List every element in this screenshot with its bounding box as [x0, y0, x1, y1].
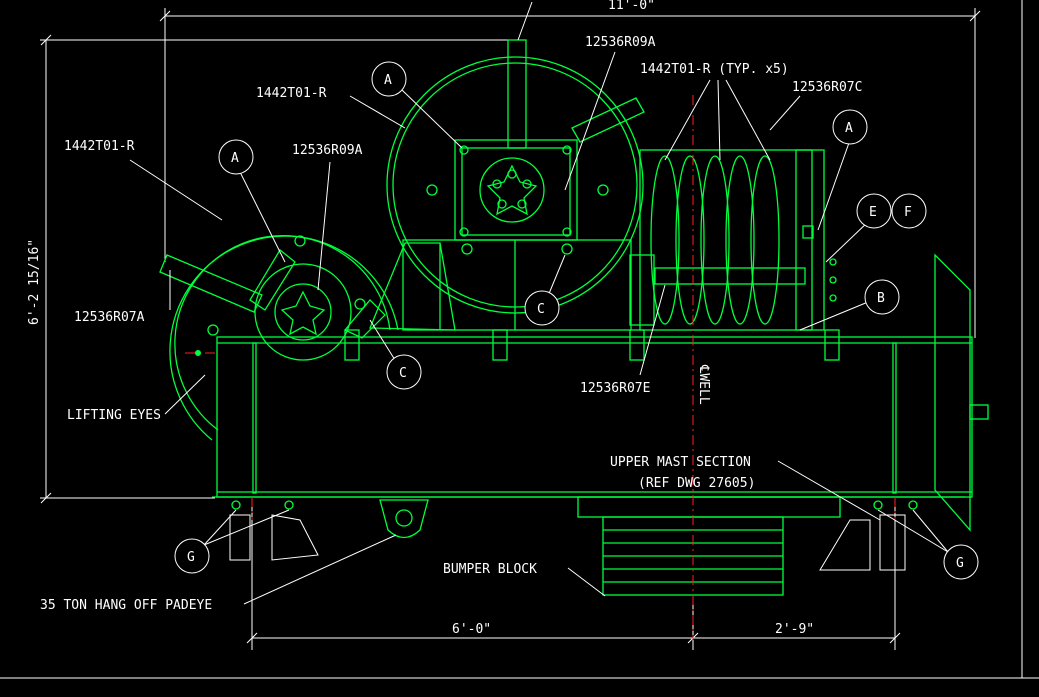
bubble-e: E: [856, 193, 892, 229]
upper-mast-label: UPPER MAST SECTION: [610, 455, 751, 470]
bubble-a-left: A: [218, 139, 254, 175]
leader-lines: [129, 1, 949, 605]
bubble-f: F: [891, 193, 927, 229]
bubble-g-right-text: G: [956, 556, 964, 571]
height-label: 6'-2 15/16": [27, 239, 42, 325]
bubble-a-upper: A: [371, 61, 407, 97]
label-12536R07E: 12536R07E: [580, 381, 650, 396]
label-1442T01-typ: 1442T01-R (TYP. x5): [640, 62, 789, 77]
height-dimension: 6'-2 15/16": [27, 34, 510, 504]
overall-width-label: 11'-0": [608, 0, 655, 13]
left-span-label: 6'-0": [452, 622, 491, 637]
bubble-a-left-text: A: [231, 151, 239, 166]
spring-stack: [629, 149, 837, 331]
bubble-b: B: [864, 279, 900, 315]
lifting-eyes-label: LIFTING EYES: [67, 408, 161, 423]
bubble-f-text: F: [904, 205, 912, 220]
ref-dwg-label: (REF DWG 27605): [638, 476, 755, 491]
bubble-g-left-text: G: [187, 550, 195, 565]
bottom-span-dimension: 6'-0" 2'-9": [246, 500, 901, 650]
overall-width-dimension: 11'-0": [159, 0, 981, 338]
padeye-label: 35 TON HANG OFF PADEYE: [40, 598, 212, 613]
bubble-g-right: G: [943, 544, 979, 580]
label-1442T01-left: 1442T01-R: [64, 139, 135, 154]
main-beam: [212, 253, 989, 532]
bubble-c-left: C: [386, 354, 422, 390]
label-12536R07A: 12536R07A: [74, 310, 145, 325]
centerline-label: ℄WELL: [696, 364, 711, 405]
bubble-a-right-text: A: [845, 121, 853, 136]
bubble-c-center: C: [524, 290, 560, 326]
bumper-block-label: BUMPER BLOCK: [443, 562, 537, 577]
bubble-c-center-text: C: [537, 302, 545, 317]
bubble-a-upper-text: A: [384, 73, 392, 88]
bubble-e-text: E: [869, 205, 877, 220]
bumper-block-geometry: [379, 496, 841, 596]
bubble-a-right: A: [832, 109, 868, 145]
well-centerline: [185, 95, 896, 640]
drawing-frame: [0, 0, 1039, 679]
label-1442T01-upper: 1442T01-R: [256, 86, 327, 101]
right-span-label: 2'-9": [775, 622, 814, 637]
bubble-c-left-text: C: [399, 366, 407, 381]
bubble-b-text: B: [877, 291, 885, 306]
left-sheave: [159, 235, 399, 441]
label-12536R07C: 12536R07C: [792, 80, 862, 95]
label-12536R09A-left: 12536R09A: [292, 143, 363, 158]
label-12536R09A-upper: 12536R09A: [585, 35, 656, 50]
pedestal: [369, 239, 632, 331]
feet: [229, 500, 918, 571]
bubble-g-left: G: [174, 538, 210, 574]
